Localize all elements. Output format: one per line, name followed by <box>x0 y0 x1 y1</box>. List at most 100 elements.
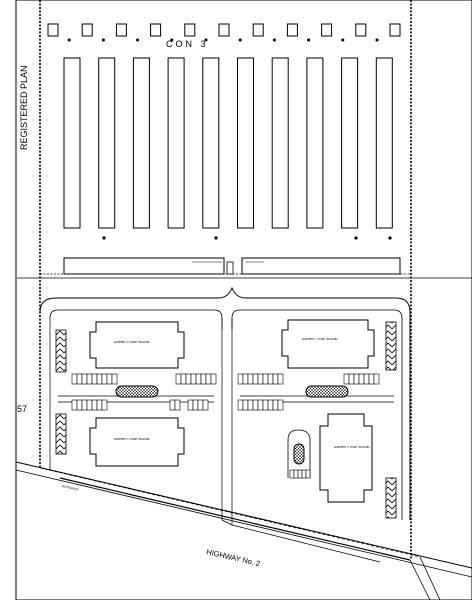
parking-stall <box>81 399 88 411</box>
parking-stall <box>252 399 259 411</box>
boundary-marker <box>252 23 264 37</box>
parking-stall <box>91 373 98 385</box>
parking-stall <box>305 469 311 479</box>
survey-marker <box>214 236 218 240</box>
survey-marker <box>388 236 392 240</box>
greenhouse-strip <box>306 57 324 229</box>
parking-stall <box>237 399 244 411</box>
hedge-east-lower <box>385 477 397 519</box>
parking-stall <box>195 373 202 385</box>
boundary-marker <box>286 23 298 37</box>
parking-stall <box>262 373 269 385</box>
hedge-east-upper <box>385 321 397 371</box>
development-site-outline <box>39 286 411 520</box>
parking-stall <box>252 373 259 385</box>
parking-stall <box>96 399 103 411</box>
south-storage-buildings <box>63 257 401 275</box>
marker-dot <box>67 38 71 42</box>
building-4-note: APARTMENT 4 STOREY BUILDING <box>334 446 370 449</box>
parking-stall <box>297 469 303 479</box>
parking-stall <box>180 373 187 385</box>
parking-stall <box>267 373 274 385</box>
parking-stall <box>247 399 254 411</box>
parking-stall <box>262 399 269 411</box>
parking-stall <box>71 399 78 411</box>
building-3-note: APARTMENT 4 STOREY BUILDING <box>114 438 150 441</box>
registered-plan-label: REGISTERED PLAN <box>19 65 29 150</box>
parking-stall <box>192 399 199 411</box>
greenhouse-strip <box>341 57 359 229</box>
landscape-island-east <box>305 385 349 398</box>
parking-stall <box>190 373 197 385</box>
parking-stall <box>86 399 93 411</box>
hedge-rows <box>55 321 397 519</box>
parking-stall <box>358 373 365 385</box>
survey-marker <box>354 236 358 240</box>
parking-stall <box>363 373 370 385</box>
parking-stall <box>257 373 264 385</box>
top-boundary-markers <box>47 23 401 42</box>
marker-dot <box>136 38 140 42</box>
parking-stall <box>247 373 254 385</box>
parking-stall <box>237 373 244 385</box>
marker-dot <box>101 38 105 42</box>
greenhouse-strip <box>202 57 220 229</box>
parking-stall <box>373 373 380 385</box>
greenhouse-strip <box>375 57 393 229</box>
boundary-marker <box>184 23 196 37</box>
parking-stall <box>96 373 103 385</box>
parking-stall <box>101 373 108 385</box>
storage-divider <box>226 261 234 275</box>
parking-stall <box>106 373 113 385</box>
parking-stall <box>202 399 209 411</box>
storage-building-right <box>241 257 401 275</box>
parking-stall <box>301 469 307 479</box>
boundary-marker <box>47 23 59 37</box>
parking-stall <box>257 399 264 411</box>
parking-stall <box>174 399 181 411</box>
parking-stall <box>242 373 249 385</box>
parking-stall <box>277 373 284 385</box>
boundary-marker <box>81 23 93 37</box>
parking-stall <box>175 373 182 385</box>
parking-stall <box>343 373 350 385</box>
building-2-note: APARTMENT 4 STOREY BUILDING <box>302 338 338 341</box>
parking-stall <box>81 373 88 385</box>
landscape-island-west <box>115 385 159 398</box>
entrance-label: ENTRANCE <box>62 484 79 492</box>
marker-dot <box>341 38 345 42</box>
parking-stall <box>348 373 355 385</box>
hedge-west-upper <box>55 329 67 373</box>
parking-stall <box>111 373 118 385</box>
marker-dot <box>238 38 242 42</box>
parking-stall <box>101 399 108 411</box>
greenhouse-strip <box>132 57 150 229</box>
greenhouse-strip <box>167 57 185 229</box>
marker-dot <box>375 38 379 42</box>
parking-stall <box>187 399 194 411</box>
parking-stall <box>277 399 284 411</box>
parking-stall <box>197 399 204 411</box>
parking-stall <box>368 373 375 385</box>
roundabout-island <box>293 443 305 465</box>
parking-stall <box>86 373 93 385</box>
parking-stall <box>200 373 207 385</box>
parking-stall <box>289 469 295 479</box>
concession-label: CON 3 <box>166 39 209 49</box>
marker-dot <box>170 38 174 42</box>
building-1-note: APARTMENT 4 STOREY BUILDING <box>114 341 150 344</box>
parking-stall <box>293 469 299 479</box>
parking-stall <box>242 399 249 411</box>
parking-stall <box>91 399 98 411</box>
parking-stall <box>185 373 192 385</box>
greenhouse-strip <box>98 57 116 229</box>
parking-stall <box>76 373 83 385</box>
boundary-marker <box>150 23 162 37</box>
marker-dot <box>307 38 311 42</box>
survey-marker <box>102 236 106 240</box>
boundary-marker <box>218 23 230 37</box>
boundary-marker <box>355 23 367 37</box>
boundary-marker <box>115 23 127 37</box>
lot-number-label: 57 <box>17 404 27 414</box>
